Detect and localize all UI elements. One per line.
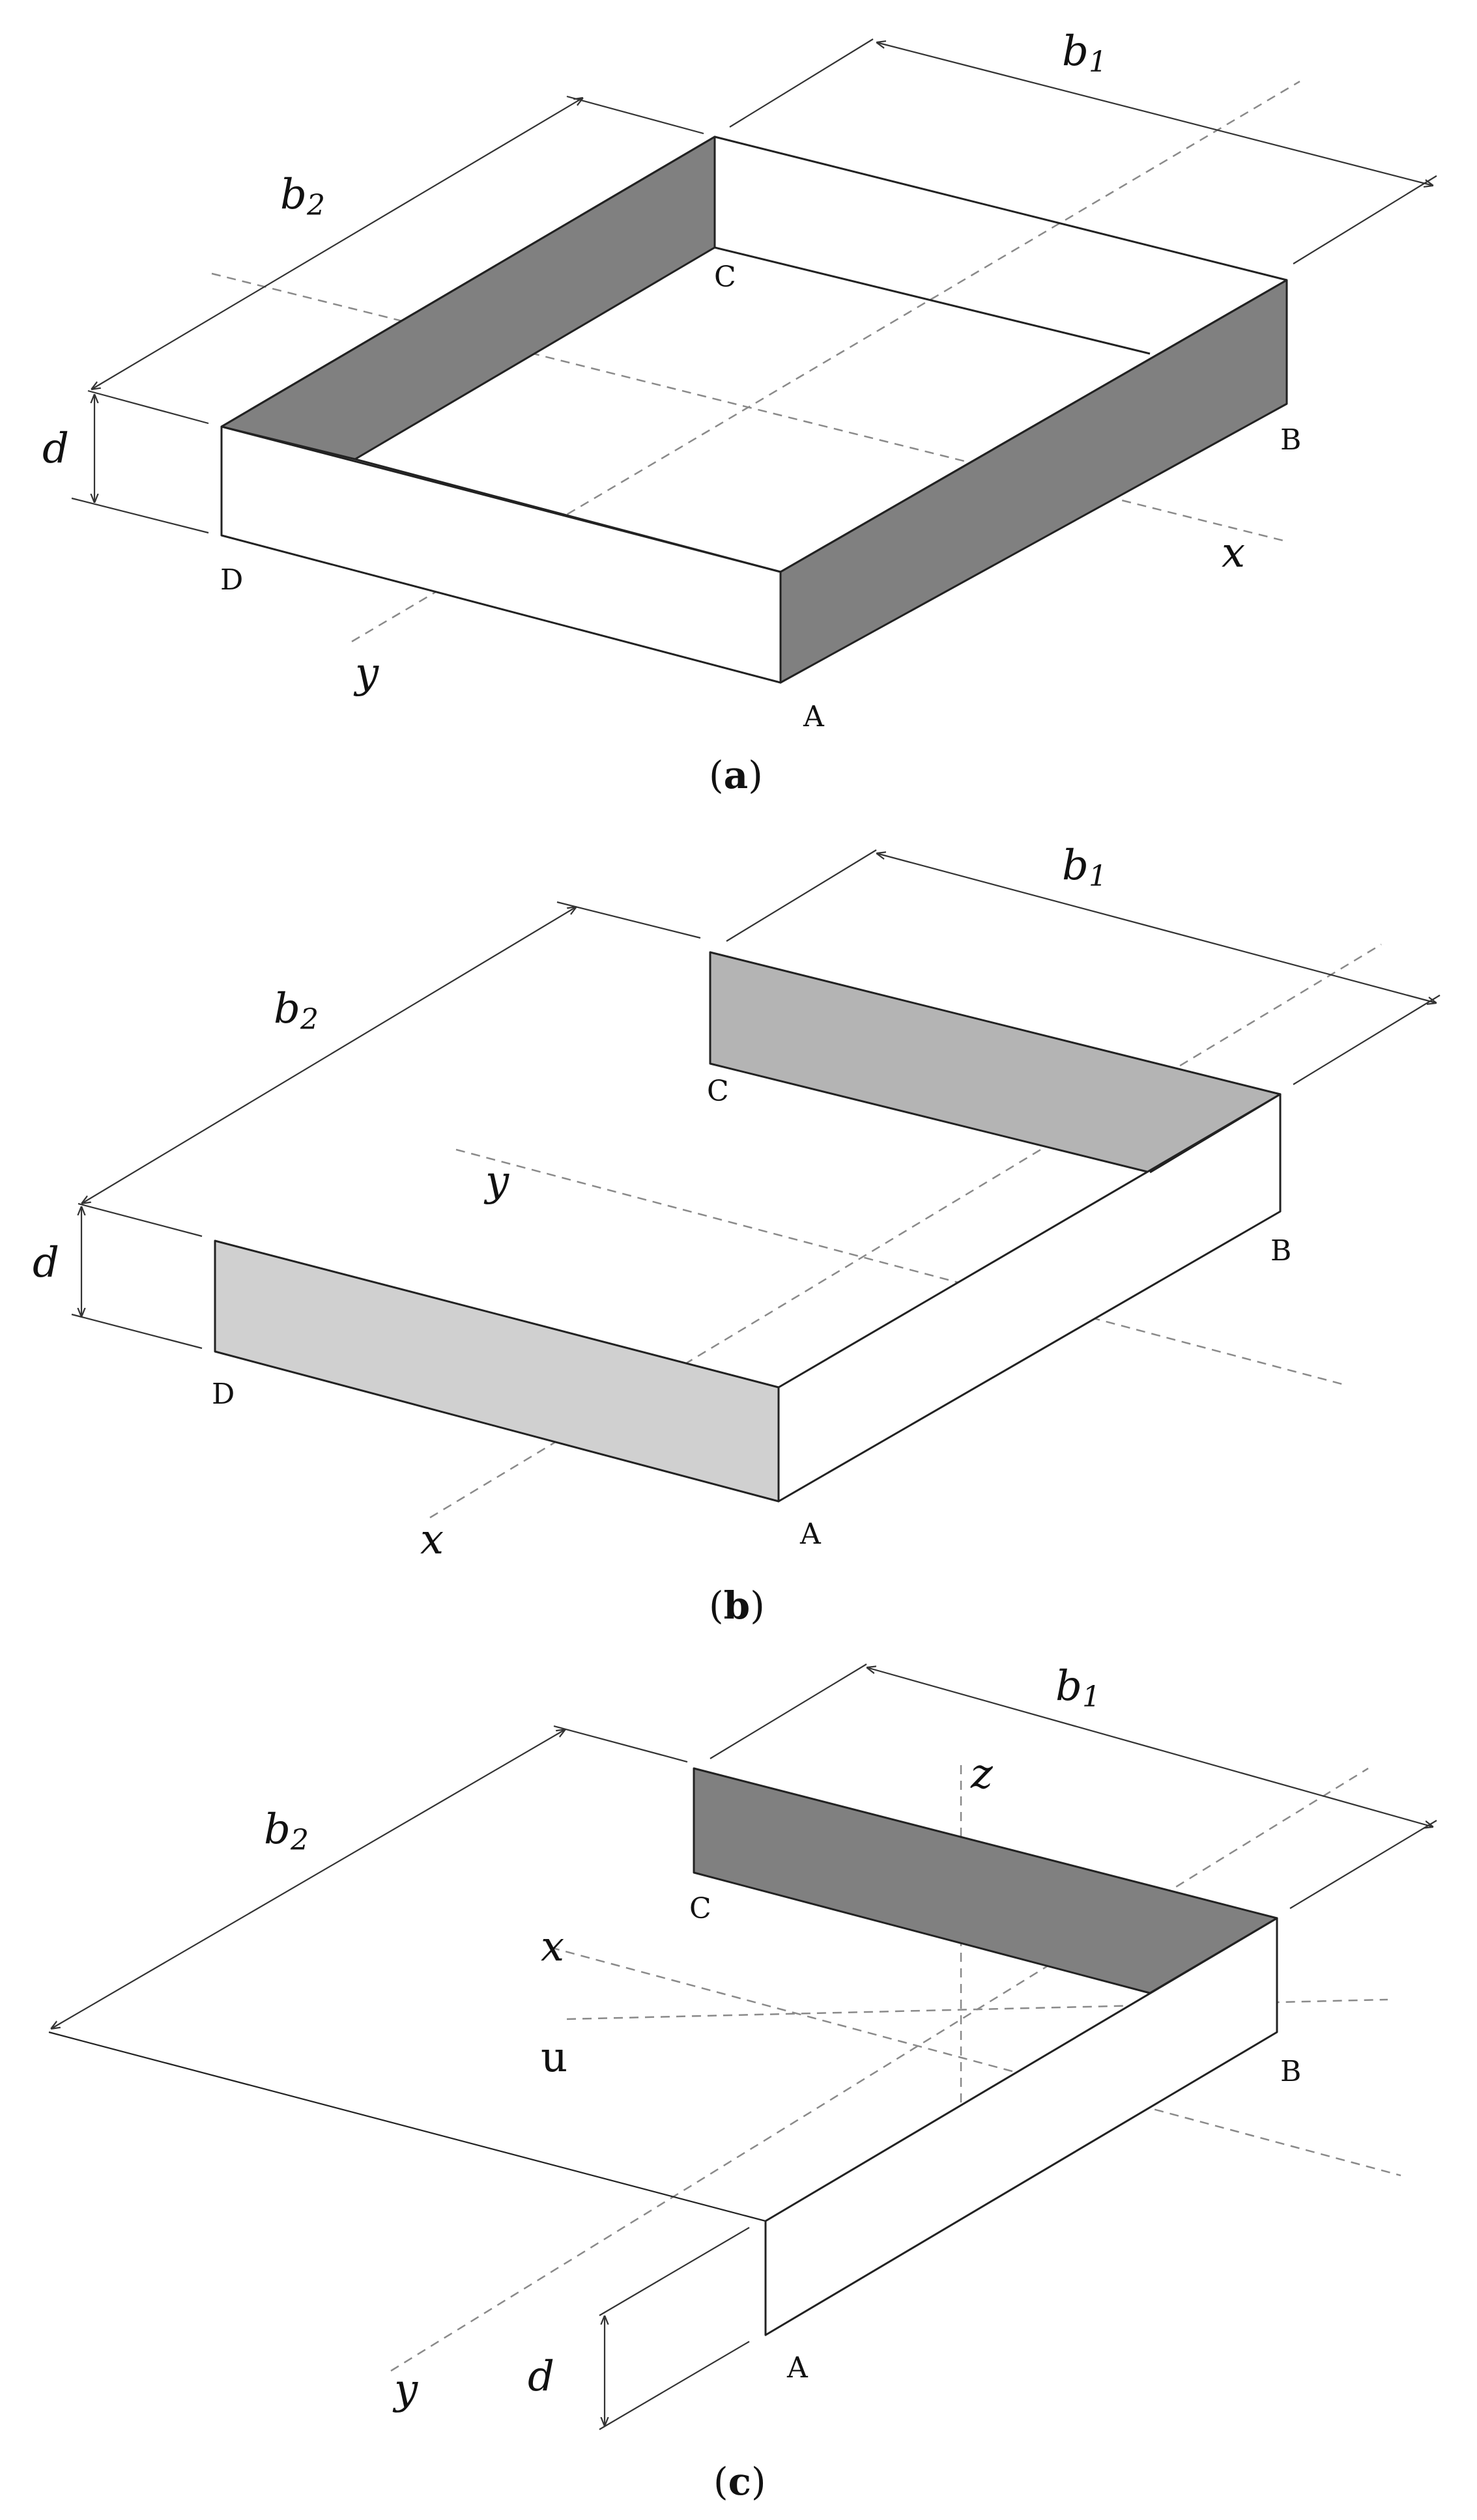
panel-a-point-b: B [1280,423,1301,457]
panel-c-b1-ext-left [710,1663,867,1759]
panel-c-axis-y-line [390,1767,1369,2372]
panel-b-wall-back [709,951,1282,1174]
panel-c-axis-y-label: y [392,2366,418,2414]
panel-a-wall-front [220,425,782,684]
panel-c-point-c: C [689,1892,711,1925]
panel-b-caption: (b) [709,1583,765,1628]
panel-c: b1 b2 d C B A z x u y (c) [48,1662,1437,2504]
panel-a: b1 b2 d C B D A x y (a) [42,27,1437,797]
panel-a-b1-label: b1 [1062,27,1107,79]
panel-c-wall-back [693,1767,1278,1994]
panel-b-b2-ext-top [556,901,701,939]
panel-a-point-d: D [220,563,243,597]
panel-b-inner-edge [1149,1093,1281,1174]
panel-c-axis-u-line [566,1998,1388,2020]
panel-a-d-label: d [42,425,69,473]
panel-a-b2-ext-top [566,95,704,135]
panel-b-b1-ext-right [1293,995,1441,1085]
panel-c-point-a: A [786,2351,809,2385]
panel-c-point-b: B [1280,2055,1301,2088]
panel-b-point-b: B [1270,1234,1291,1267]
panel-b-d-label: d [33,1239,59,1287]
panel-a-d-ext-bottom [71,497,209,534]
panel-b-point-d: D [212,1378,235,1411]
panel-c-b2-ext-top [553,1725,688,1763]
panel-c-axis-z-label: z [970,1750,994,1798]
panel-c-b2-label: b2 [264,1805,309,1857]
panel-a-b1-ext-left [729,38,874,128]
panel-b-axis-x-label: x [420,1516,444,1564]
panel-c-b1-ext-right [1289,1820,1437,1909]
panel-c-axis-x-label: x [541,1923,564,1971]
panel-b-b2-ext-left [78,1202,203,1238]
panel-a-b1-dim [876,42,1433,186]
panel-b-axis-y-label: y [483,1157,509,1206]
panel-a-top-edge-back [714,135,1287,281]
panel-b-b2-label: b2 [274,985,319,1036]
panel-b-d-ext-bottom [71,1313,203,1350]
panel-a-axis-x-label: x [1222,529,1245,577]
panel-a-b1-ext-right [1293,175,1437,264]
panel-c-inner-edge [1149,1917,1278,1994]
panel-c-d-ext-bottom [599,2341,750,2430]
panel-c-d-ext-top [599,2227,750,2316]
panel-a-inner-edge-back [714,246,1151,355]
panel-b-wall-right [777,1093,1282,1503]
panel-c-axis-u-label: u [541,2033,567,2082]
panel-c-caption: (c) [713,2459,766,2504]
panel-c-b1-dim [867,1667,1433,1827]
panel-a-caption: (a) [709,753,763,797]
panel-b-b2-dim [81,907,577,1204]
panel-b-point-c: C [707,1075,729,1108]
panel-b-axis-y-line [455,1148,1343,1385]
panel-b-point-a: A [799,1518,822,1551]
panel-b-axis-x-line [429,943,1382,1519]
panel-a-wall-right [779,279,1288,684]
panel-b: b1 b2 d C B D A y x (b) [33,842,1441,1628]
panel-a-inner-edge-front [354,458,781,573]
panel-c-d-label: d [528,2353,554,2401]
panel-a-point-c: C [714,261,736,294]
panel-b-b1-dim [876,853,1437,1003]
panel-b-b1-ext-left [726,849,877,942]
panel-a-b2-dim [91,98,583,389]
panel-b-wall-front [214,1239,780,1503]
panel-c-wall-right [764,1917,1278,2336]
panel-c-b2-dim [51,1729,566,2029]
panel-a-top-edge-right [780,279,1287,573]
panel-a-b2-label: b2 [280,171,325,222]
panel-a-b2-ext-left [87,389,209,425]
panel-b-b1-label: b1 [1062,842,1107,893]
panel-a-axis-y-label: y [353,649,379,698]
panel-a-point-a: A [803,700,825,733]
panel-c-base-edge-left [48,2031,766,2222]
panel-c-axis-x-line [550,1946,1401,2177]
panel-a-axis-y-line [351,80,1300,643]
panel-c-b1-label: b1 [1055,1662,1100,1714]
